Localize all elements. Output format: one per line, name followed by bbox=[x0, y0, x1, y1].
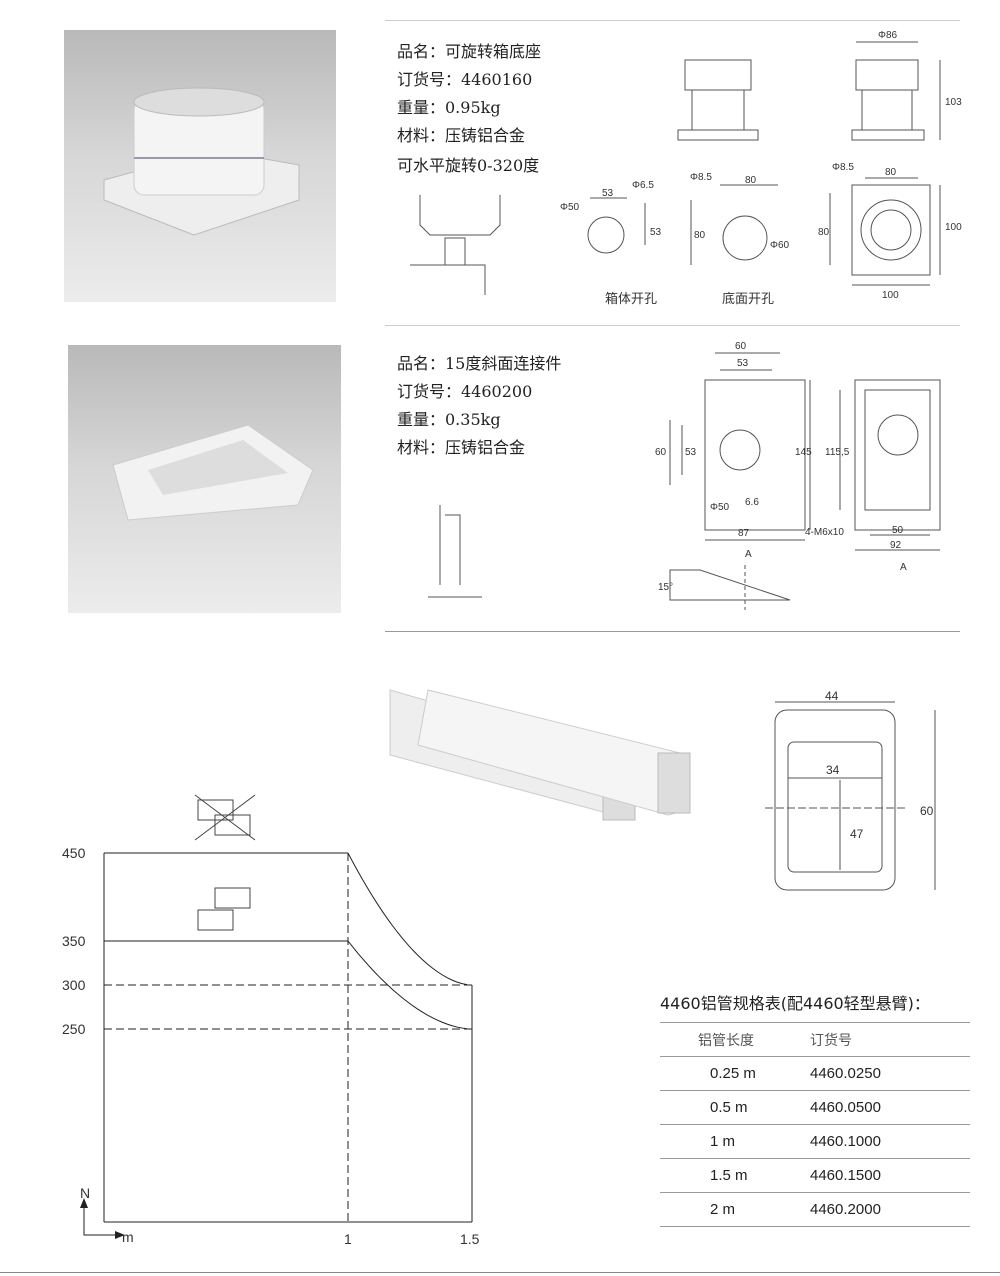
dim-53-w: 53 bbox=[602, 188, 614, 199]
dim-phi6-5: Φ6.5 bbox=[632, 180, 654, 191]
dim-60: 60 bbox=[920, 804, 934, 818]
dim-m6x10: 4-M6x10 bbox=[805, 527, 844, 538]
dim-80b-h: 80 bbox=[818, 227, 830, 238]
table-header-row: 铝管长度 订货号 bbox=[660, 1022, 970, 1057]
product1-specs: 品名：可旋转箱底座 订货号：4460160 重量：0.95kg 材料：压铸铝合金… bbox=[397, 38, 541, 180]
product2-specs: 品名：15度斜面连接件 订货号：4460200 重量：0.35kg 材料：压铸铝… bbox=[397, 350, 561, 462]
dim-34: 34 bbox=[826, 763, 840, 777]
mount-icon-crossed bbox=[194, 794, 256, 841]
x-tick-label: 1 bbox=[344, 1231, 352, 1247]
product-photo-rotating-base bbox=[64, 30, 336, 302]
dim-60-w: 60 bbox=[735, 341, 747, 352]
order-number: 4460.0500 bbox=[810, 1090, 970, 1125]
tube-length: 0.25 m bbox=[660, 1056, 810, 1091]
dim-87: 87 bbox=[738, 528, 750, 539]
dim-phi60: Φ60 bbox=[770, 240, 790, 251]
dim-145: 145 bbox=[795, 447, 812, 458]
connector-drawings: 60 53 60 53 Φ50 6.6 145 87 115,5 4-M6x10… bbox=[428, 341, 941, 610]
dim-80a-h: 80 bbox=[694, 230, 706, 241]
rotating-base-image bbox=[103, 87, 300, 236]
section-mark-a2: A bbox=[745, 549, 752, 560]
tube-length: 1.5 m bbox=[660, 1158, 810, 1193]
y-tick-label: 450 bbox=[62, 845, 86, 861]
weight: 重量：0.35kg bbox=[397, 410, 501, 429]
arrowheads bbox=[80, 1198, 125, 1239]
dim-53-w: 53 bbox=[737, 358, 749, 369]
header-length: 铝管长度 bbox=[660, 1022, 810, 1057]
table-title: 4460铝管规格表(配4460轻型悬臂)： bbox=[660, 994, 930, 1013]
dim-phi8-5a: Φ8.5 bbox=[690, 172, 712, 183]
dim-phi50: Φ50 bbox=[560, 202, 580, 213]
dim-53-h: 53 bbox=[685, 447, 697, 458]
tube-length: 1 m bbox=[660, 1124, 810, 1159]
dim-80a-w: 80 bbox=[745, 175, 757, 186]
x-axis-label: m bbox=[122, 1229, 134, 1245]
dim-60-h: 60 bbox=[655, 447, 667, 458]
y-tick-label: 300 bbox=[62, 977, 86, 993]
product-name: 品名：可旋转箱底座 bbox=[397, 42, 542, 61]
dim-15-deg: 15° bbox=[658, 582, 673, 593]
material: 材料：压铸铝合金 bbox=[397, 438, 526, 457]
dim-80b-w: 80 bbox=[885, 167, 897, 178]
order-number: 4460.2000 bbox=[810, 1192, 970, 1227]
order-number: 4460.1500 bbox=[810, 1158, 970, 1193]
product-photo-15deg-connector bbox=[68, 345, 341, 613]
x-tick-label: 1.5 bbox=[460, 1231, 480, 1247]
y-tick-label: 250 bbox=[62, 1021, 86, 1037]
dim-100-w: 100 bbox=[882, 290, 899, 301]
connector-image bbox=[112, 424, 314, 521]
mount-icon bbox=[197, 887, 251, 931]
order-number: 4460.1000 bbox=[810, 1124, 970, 1159]
order-number: 订货号：4460200 bbox=[397, 382, 533, 401]
series-lower-curve bbox=[347, 940, 468, 1030]
tube-length: 2 m bbox=[660, 1192, 810, 1227]
dim-115-5: 115,5 bbox=[825, 447, 850, 458]
y-tick-label: 350 bbox=[62, 933, 86, 949]
dim-50: 50 bbox=[892, 525, 904, 536]
order-number: 订货号：4460160 bbox=[397, 70, 533, 89]
dim-92: 92 bbox=[890, 540, 902, 551]
dim-103: 103 bbox=[945, 97, 962, 108]
section-mark-a: A bbox=[900, 562, 907, 573]
header-order: 订货号 bbox=[810, 1022, 970, 1057]
weight: 重量：0.95kg bbox=[397, 98, 501, 117]
dim-53-h: 53 bbox=[650, 227, 662, 238]
dim-phi8-5b: Φ8.5 bbox=[832, 162, 854, 173]
load-chart: 450 350 300 250 1 1.5 N m bbox=[62, 794, 480, 1247]
dim-44: 44 bbox=[825, 690, 839, 703]
rotating-base-drawings: Φ86 103 Φ50 Φ6.5 53 53 Φ8.5 80 80 Φ60 Φ8… bbox=[410, 30, 962, 301]
dim-47: 47 bbox=[850, 827, 864, 841]
dim-100-h: 100 bbox=[945, 222, 962, 233]
material: 材料：压铸铝合金 bbox=[397, 126, 526, 145]
tube-profile-drawing: 44 34 47 60 bbox=[765, 690, 936, 891]
series-upper-curve bbox=[347, 852, 468, 986]
aluminum-tube-image bbox=[389, 689, 691, 821]
axis-arrows bbox=[83, 1205, 118, 1236]
product-name: 品名：15度斜面连接件 bbox=[397, 354, 562, 373]
rotation-note: 可水平旋转0-320度 bbox=[397, 156, 540, 175]
dim-6-6: 6.6 bbox=[745, 497, 759, 508]
dim-phi86: Φ86 bbox=[878, 30, 898, 41]
y-axis-label: N bbox=[80, 1185, 90, 1201]
caption-box-hole: 箱体开孔 bbox=[605, 292, 658, 307]
order-number: 4460.0250 bbox=[810, 1056, 970, 1091]
caption-base-hole: 底面开孔 bbox=[722, 292, 775, 307]
dim-phi50: Φ50 bbox=[710, 502, 730, 513]
tube-length: 0.5 m bbox=[660, 1090, 810, 1125]
